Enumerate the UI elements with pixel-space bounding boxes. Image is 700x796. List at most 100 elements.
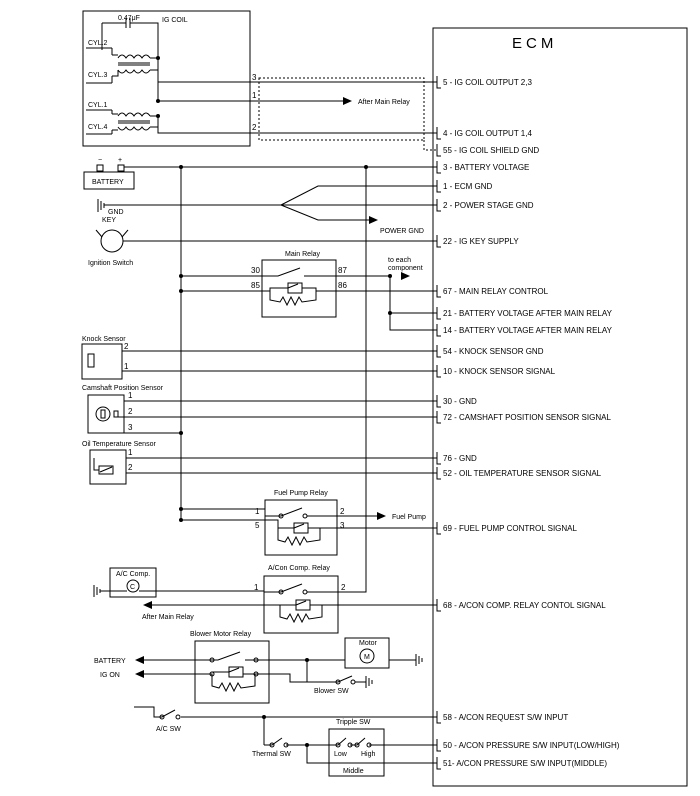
coil-pin2: 2 xyxy=(252,123,257,132)
ecm-pin-bracket xyxy=(436,180,441,193)
ecm-pin-label: 10 - KNOCK SENSOR SIGNAL xyxy=(443,367,556,376)
ecm-pin-bracket xyxy=(436,285,441,298)
main-relay-box xyxy=(261,259,337,318)
oil-temp-pin2: 2 xyxy=(128,463,133,472)
key-icon xyxy=(100,229,124,253)
oil-temp-box xyxy=(89,449,127,485)
coil-pin3: 3 xyxy=(252,73,257,82)
arrow-power-gnd xyxy=(369,216,378,224)
ig-coil-block: 0.47μF IG COIL CYL.2 CYL.3 CYL.1 CYL.4 xyxy=(82,10,258,147)
ecm-pin-bracket xyxy=(436,199,441,212)
ecm-pin-bracket xyxy=(436,452,441,465)
acon-contact-point xyxy=(302,589,308,595)
coil-feed-wire xyxy=(157,50,258,102)
battery-minus: − xyxy=(98,157,102,164)
blower-coil-wire xyxy=(143,671,307,693)
after-main-relay-label: After Main Relay xyxy=(358,99,410,106)
coil14-lower xyxy=(117,126,151,131)
blower-relay-title: Blower Motor Relay xyxy=(190,631,252,638)
shield-gnd-wire xyxy=(423,140,437,151)
tripple-high-label: High xyxy=(361,751,376,758)
fpr-contact-point xyxy=(302,513,308,519)
ecm-pin-bracket xyxy=(436,467,441,480)
camshaft-pin1: 1 xyxy=(128,391,133,400)
wire-after-main-relay-bus xyxy=(345,167,367,593)
fpr-pin5: 5 xyxy=(255,521,260,530)
to-each-label-1: to each xyxy=(388,257,411,264)
main-relay-coil-leads xyxy=(269,287,317,291)
blower-switch xyxy=(307,675,373,688)
ecm-pin-label: 14 - BATTERY VOLTAGE AFTER MAIN RELAY xyxy=(443,326,613,335)
ignition-switch-label: Ignition Switch xyxy=(88,260,133,267)
ecm-pin-bracket xyxy=(436,599,441,612)
key-label: KEY xyxy=(102,217,116,224)
ecm-pin-label: 51- A/CON PRESSURE S/W INPUT(MIDDLE) xyxy=(443,759,607,768)
thermal-switch-point xyxy=(269,742,275,748)
coil-node xyxy=(156,56,160,60)
acon-coil-mark xyxy=(295,600,307,606)
oil-temp-title: Oil Temperature Sensor xyxy=(82,441,156,448)
coil14-sec-wire xyxy=(112,113,118,131)
node xyxy=(179,507,183,511)
coil23-primary xyxy=(150,57,258,83)
fpr-coil xyxy=(293,522,309,534)
acon-pin2: 2 xyxy=(341,583,346,592)
ecm-pin-label: 67 - MAIN RELAY CONTROL xyxy=(443,287,549,296)
ecm-pin-bracket xyxy=(436,711,441,724)
ecm-pin-label: 30 - GND xyxy=(443,397,477,406)
battery-box xyxy=(83,171,135,190)
ecm-pin-label: 21 - BATTERY VOLTAGE AFTER MAIN RELAY xyxy=(443,309,613,318)
coil-node xyxy=(156,99,160,103)
fuel-pump-relay-title: Fuel Pump Relay xyxy=(274,490,328,497)
camshaft-box xyxy=(87,394,125,434)
battery-label: BATTERY xyxy=(92,179,124,186)
coil-pin1: 1 xyxy=(252,91,257,100)
capacitor-label: 0.47μF xyxy=(118,15,140,22)
blower-ig-on-label: IG ON xyxy=(100,672,120,679)
node xyxy=(305,658,309,662)
acon-pin1: 1 xyxy=(254,583,259,592)
ac-switch-point xyxy=(175,714,181,720)
camshaft-terminal xyxy=(113,410,119,418)
gnd-splitter xyxy=(280,185,437,221)
blower-sw-label: Blower SW xyxy=(314,688,349,695)
node xyxy=(388,274,392,278)
tripple-point xyxy=(354,742,360,748)
node xyxy=(179,289,183,293)
ecm-pin-label: 55 - IG COIL SHIELD GND xyxy=(443,146,539,155)
coil23-lower xyxy=(117,69,151,74)
ecm-pin-bracket xyxy=(436,395,441,408)
motor-symbol: M xyxy=(364,654,370,661)
node xyxy=(179,518,183,522)
ac-compressor: A/C Comp. C xyxy=(93,567,264,598)
motor-gnd xyxy=(389,654,423,666)
ecm-pin-label: 3 - BATTERY VOLTAGE xyxy=(443,163,529,172)
camshaft-wires xyxy=(118,400,437,434)
arrow-fuel-pump xyxy=(377,512,386,520)
ecm-pin-bracket xyxy=(436,235,441,248)
camshaft-sensor-block: Camshaft Position Sensor 1 2 3 xyxy=(82,385,437,435)
knock-wires xyxy=(122,350,437,372)
arrow-to-each-component xyxy=(401,272,410,280)
ac-compressor-box xyxy=(109,567,157,598)
arrow-after-main-relay-2 xyxy=(143,601,152,609)
arrow-after-main-relay xyxy=(343,97,352,105)
tripple-low-label: Low xyxy=(334,751,348,758)
fpr-coil-wire xyxy=(181,519,437,547)
ecm-pin-label: 22 - IG KEY SUPPLY xyxy=(443,237,519,246)
ecm-pin-bracket xyxy=(436,365,441,378)
wire-pin51 xyxy=(306,745,437,764)
blower-switch-point xyxy=(350,679,356,685)
knock-sensor-element xyxy=(87,353,95,368)
ecm-pin-bracket xyxy=(436,127,441,140)
cyl3-label: CYL.3 xyxy=(88,72,108,79)
knock-sensor-title: Knock Sensor xyxy=(82,336,126,343)
gnd-symbol xyxy=(97,199,281,212)
ecm-pin-label: 50 - A/CON PRESSURE S/W INPUT(LOW/HIGH) xyxy=(443,741,620,750)
coil-shield xyxy=(258,77,425,141)
ecm-pin-bracket xyxy=(436,411,441,424)
blower-coil xyxy=(228,666,244,678)
ecm-pin-label: 5 - IG COIL OUTPUT 2,3 xyxy=(443,78,532,87)
ac-compressor-icon xyxy=(126,579,140,593)
ig-coil-box xyxy=(82,10,251,147)
